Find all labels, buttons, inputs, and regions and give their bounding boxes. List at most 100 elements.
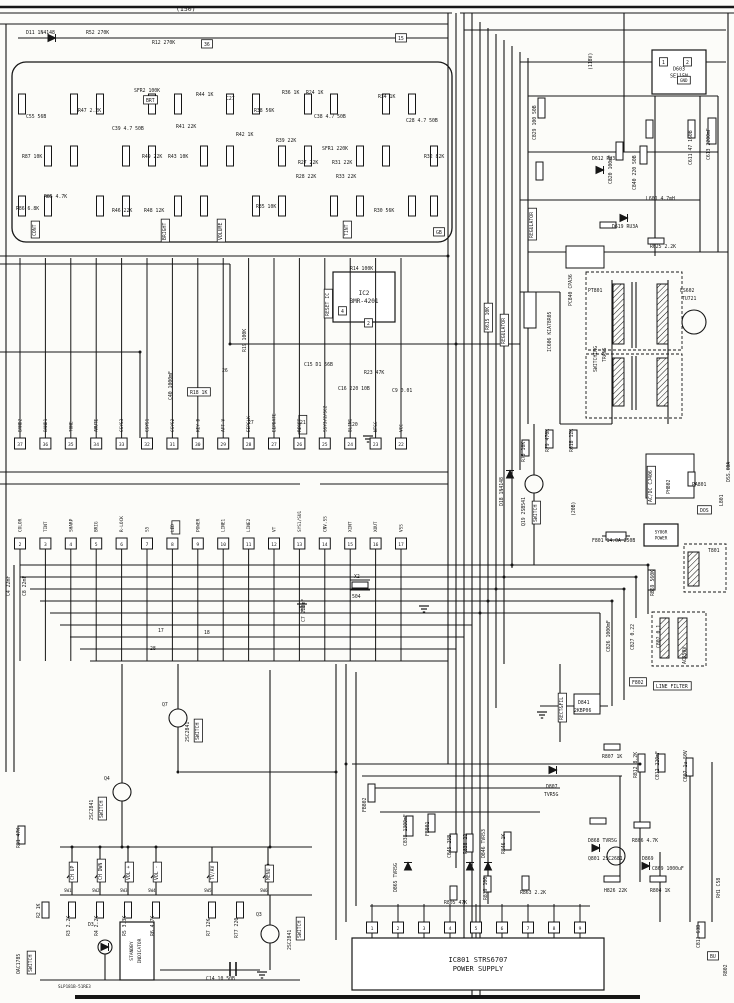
component-body: [236, 901, 244, 919]
ic-pin-number: 3: [423, 926, 426, 932]
component-label: SFR1 220K: [322, 146, 348, 152]
component-label: R34 1K: [378, 94, 395, 100]
component-label: R75 10K: [521, 442, 527, 462]
component-body: [252, 195, 260, 217]
component-body: [647, 237, 665, 245]
junction-dot: [176, 770, 180, 774]
junction-dot: [126, 845, 130, 849]
component-body: [599, 221, 617, 229]
ic-pin-number: 35: [68, 442, 74, 448]
pin-signal-label: RESET: [297, 418, 303, 432]
diode-symbol: [47, 33, 57, 43]
component-label: D868 TVR5G: [588, 838, 617, 844]
ic-pin: [166, 537, 179, 550]
component-label: AC/DC CJ406: [648, 470, 654, 502]
junction-dot: [510, 563, 514, 567]
pin-signal-label: BRIG: [94, 521, 100, 532]
component-label: R31 22K: [332, 160, 352, 166]
label-box: [187, 387, 211, 397]
component-label: SWITCH: [297, 921, 303, 938]
junction-dot: [610, 599, 614, 603]
label-box: [531, 500, 541, 525]
component-body: [408, 93, 416, 115]
transformer-winding: [656, 283, 669, 345]
label-box: [143, 95, 158, 105]
component-body: [200, 145, 208, 167]
component-body: [226, 145, 234, 167]
transistor-symbol: [112, 782, 132, 802]
ic-pin-number: 33: [119, 442, 125, 448]
standby-indicator-label: INDICATOR: [137, 938, 143, 963]
component-label: 21: [300, 420, 306, 426]
pin-signal-label: CSYS1: [145, 418, 151, 432]
transformer-winding: [677, 617, 688, 659]
component-label: 15: [398, 36, 404, 42]
component-label: IC606 KIA78R05: [547, 311, 553, 352]
component-label: REGULATOR: [501, 318, 507, 344]
ic-pin-number: 12: [271, 542, 277, 548]
ic-pin: [268, 537, 280, 550]
component-body: [645, 119, 654, 139]
component-label: 2SC2841: [185, 722, 191, 742]
ic-pin-number: 4: [449, 926, 452, 932]
ic-pin: [64, 537, 77, 550]
standby-indicator: [119, 921, 155, 981]
label-box: [152, 861, 162, 883]
component-label: R618 12K: [569, 429, 575, 452]
component-label: SW2: [92, 888, 100, 893]
component-label: R846 1K: [501, 834, 507, 854]
component-label: R869 560K: [650, 570, 656, 596]
component-label: R33 22K: [336, 174, 356, 180]
component-label: D11 1N4148: [26, 30, 55, 36]
ic-pin-number: 2: [397, 926, 400, 932]
ic-pin: [39, 437, 52, 450]
standby-indicator-label: STANDBY: [129, 941, 135, 961]
component-label: DSS.CDA: [726, 462, 732, 482]
component-label: C16 220 10B: [338, 386, 370, 392]
component-label: C39 4.7 50B: [112, 126, 144, 132]
pin-signal-label: NTSC: [373, 421, 379, 432]
component-label: C611 47 160B: [688, 130, 694, 165]
psu-ic801-label: IC801 STRS6707: [448, 956, 507, 964]
component-label: C40 1000mF: [168, 371, 174, 400]
component-body: [523, 291, 537, 329]
component-body: [18, 195, 26, 217]
component-body: [430, 195, 438, 217]
sub-power-label: SY86R: [655, 529, 668, 534]
junction-dot: [70, 845, 74, 849]
crystal-symbol: [351, 581, 369, 589]
component-label: R32 82K: [424, 154, 444, 160]
component-label: R44 1K: [196, 92, 213, 98]
component-body: [465, 833, 474, 853]
dashed-enclosure: [683, 543, 727, 593]
component-body: [174, 195, 182, 217]
component-label: C840 220 50B: [632, 155, 638, 190]
component-body: [124, 901, 132, 919]
ic-pin-number: 6: [501, 926, 504, 932]
reset-ic-label: RESET IC: [325, 293, 331, 316]
pin-signal-label: SYS1/SU1: [297, 510, 303, 532]
junction-dot: [454, 342, 458, 346]
diode-symbol: [595, 165, 605, 175]
component-label: C38 4.7 50B: [314, 114, 346, 120]
component-label: C9 0.01: [392, 388, 412, 394]
junction-dot: [494, 587, 498, 591]
pin-signal-label: CSYS3: [119, 418, 125, 432]
component-label: SWITCH: [195, 723, 201, 740]
ic-pin-number: 11: [246, 542, 252, 548]
component-body: [633, 821, 651, 829]
component-label: C812 220mF: [655, 751, 661, 780]
ic-pin-number: 6: [120, 542, 123, 548]
ic-pin: [344, 537, 357, 550]
dashed-enclosure: [585, 271, 683, 351]
component-label: R77 220: [234, 918, 240, 938]
pin-signal-label: VT: [272, 526, 278, 532]
label-box: [26, 950, 36, 975]
label-box: [160, 218, 170, 243]
ic-pin-number: 1: [371, 926, 374, 932]
component-label: 2SC2841: [89, 800, 95, 820]
pin-signal-label: TONE: [68, 421, 74, 432]
component-body: [685, 757, 694, 777]
pin-signal-label: EEPCLK: [246, 416, 252, 432]
component-body: [152, 901, 160, 919]
